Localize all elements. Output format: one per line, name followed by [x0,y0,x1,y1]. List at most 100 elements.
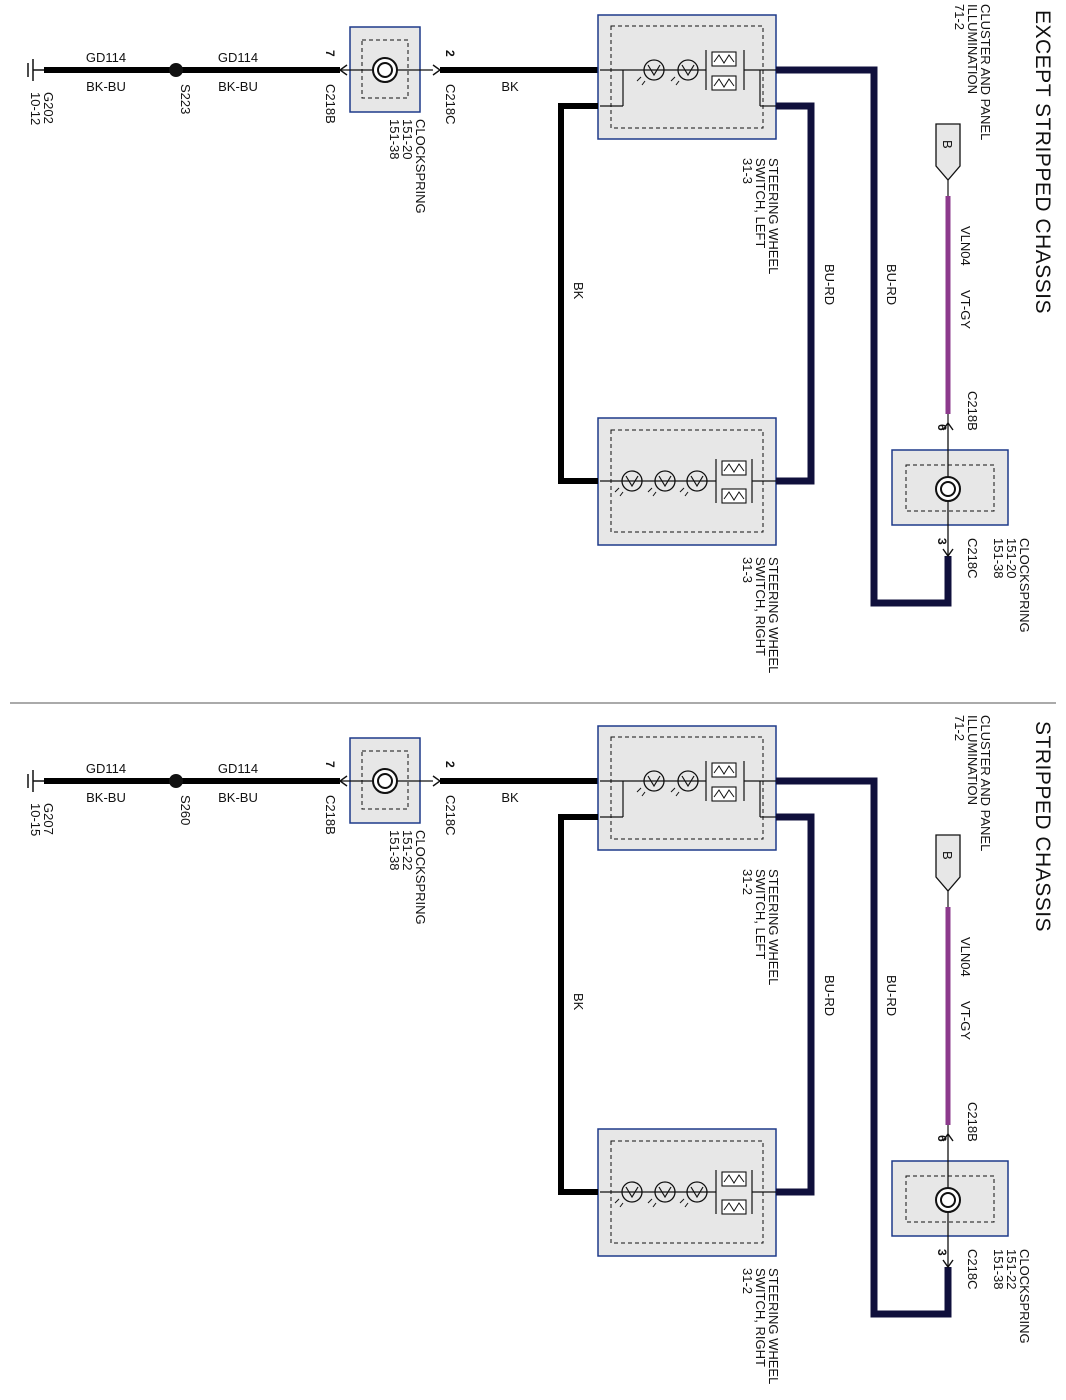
lamp-icon [679,1181,708,1208]
lamp-filament [625,1186,639,1199]
wire-circuit-label: GD114 [86,761,126,776]
connector-pin-arrow [338,775,348,787]
clockspring-coil-inner [377,773,393,789]
lamp-icon [647,1181,676,1208]
wire-bu-rd-inner [776,102,815,485]
switch-left-box [597,725,777,851]
connector-label: C218B [965,1102,980,1142]
switch-name: STEERING WHEEL [766,1268,781,1384]
lamp-icon [679,470,708,497]
clockspring-ref: 151-22 [1004,1249,1019,1289]
clockspring-ref: 151-20 [400,119,415,159]
lamp-icon [614,1181,643,1208]
ground-ref: 10-15 [28,803,43,836]
pin-number: 3 [935,538,949,545]
lamp-ray [670,76,676,82]
clockspring-left-inner [361,750,409,810]
contact-spring [723,491,745,501]
pin-number: 6 [935,424,949,431]
wire-color-label: BK [501,790,519,805]
lamp-bulb [677,59,699,81]
lamp-filament [690,1186,704,1199]
wire-color-label: BK-BU [86,79,126,94]
wire-color-label: BU-RD [884,975,899,1016]
lamp-filament [625,475,639,488]
reference-ref: 71-2 [952,4,967,30]
lamp-ray [636,787,642,793]
clockspring-coil-inner [377,62,393,78]
contact-body [711,75,737,91]
lamp-ray [614,487,620,493]
lamp-bulb [686,470,708,492]
lamp-ray [684,491,689,497]
connector-pin-arrow [432,64,442,76]
switch-contact-icon [711,75,737,91]
contact-body [711,51,737,67]
wire-circuit-label: GD114 [86,50,126,65]
wire-color-label: BK [501,79,519,94]
switch-ref: 31-2 [740,869,755,895]
wire-color-label: BK-BU [86,790,126,805]
lamp-icon [647,470,676,497]
lamp-ray [675,791,680,797]
pin-number: 3 [935,1249,949,1256]
clockspring-ref: 151-38 [387,830,402,870]
switch-left-inner [610,25,764,129]
connector-pin-arrow [338,64,348,76]
contact-spring [713,765,735,775]
section-title: EXCEPT STRIPPED CHASSIS [1031,10,1054,314]
switch-name: SWITCH, RIGHT [753,557,768,656]
lamp-bulb [677,770,699,792]
wire-bk-vertical [558,103,598,484]
lamp-icon [614,470,643,497]
lamp-icon [670,770,699,797]
clockspring-left-inner [361,39,409,99]
clockspring-ref: 151-38 [991,538,1006,578]
connector-label: C218C [443,84,458,124]
ground-name: G207 [41,803,56,835]
wire-color-label: BU-RD [822,975,837,1016]
lamp-ray [641,791,646,797]
wire-bk-vertical [558,814,598,1195]
lamp-ray [670,787,676,793]
switch-contact-icon [721,1199,747,1215]
switch-ref: 31-2 [740,1268,755,1294]
switch-name: SWITCH, LEFT [753,158,768,248]
wire-color-label: BK-BU [218,790,258,805]
lamp-ray [652,1202,657,1208]
wire-color-label: BK [571,993,586,1011]
pentagon-connector-icon [935,123,961,181]
contact-spring [713,54,735,64]
lamp-bulb [654,1181,676,1203]
wire-bu-rd-inner [776,813,815,1196]
clockspring-name: CLOCKSPRING [1017,1249,1032,1344]
reference-label: CLUSTER AND PANEL [978,715,993,851]
lamp-filament [690,475,704,488]
connector-pin-arrow [942,421,954,431]
wire-color-label: BK-BU [218,79,258,94]
clockspring-ref: 151-38 [387,119,402,159]
wire-color-label: BU-RD [884,264,899,305]
lamp-bulb [621,1181,643,1203]
lamp-ray [614,1198,620,1204]
switch-left-box [597,14,777,140]
lamp-ray [652,491,657,497]
connector-pin-arrow [942,548,954,558]
switch-contact-icon [711,762,737,778]
lamp-bulb [643,770,665,792]
switch-name: STEERING WHEEL [766,869,781,985]
clockspring-name: CLOCKSPRING [413,119,428,214]
contact-body [711,786,737,802]
lamp-filament [681,64,695,77]
lamp-ray [647,1198,653,1204]
clockspring-coil-inner [940,1192,956,1208]
switch-contact-icon [721,460,747,476]
clockspring-right-inner [905,464,995,512]
contact-spring [723,463,745,473]
clockspring-coil-icon [935,1187,961,1213]
lamp-ray [684,1202,689,1208]
lamp-icon [636,770,665,797]
switch-contact-icon [711,51,737,67]
clockspring-coil-icon [935,476,961,502]
lamp-filament [658,475,672,488]
